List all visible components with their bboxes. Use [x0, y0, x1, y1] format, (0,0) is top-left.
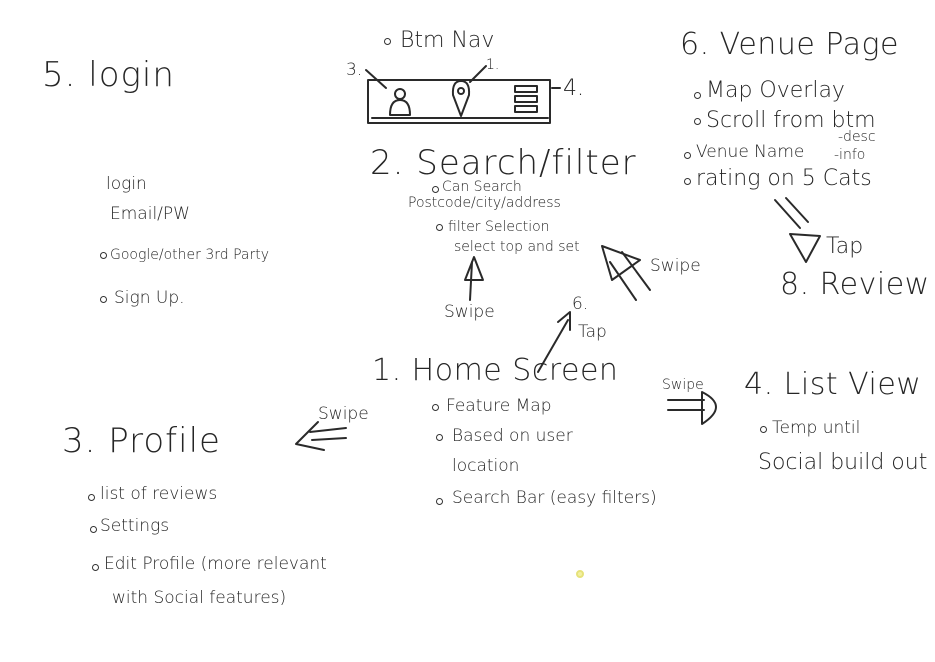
person-icon-head	[394, 88, 406, 100]
venue-line3-info: -info	[834, 147, 866, 163]
arrow-tap-head	[557, 311, 571, 331]
search-line1: Can Search	[442, 179, 522, 195]
venue-line2: Scroll from btm	[706, 108, 876, 133]
bullet-dot	[432, 404, 439, 411]
review-arrow-head	[789, 233, 821, 263]
bullet-dot	[436, 498, 443, 505]
person-icon-body	[389, 99, 411, 116]
profile-title: 3. Profile	[62, 421, 221, 461]
search-title: 2. Search/filter	[370, 143, 637, 183]
pointer-1	[469, 65, 487, 83]
pin-icon	[451, 80, 471, 117]
login-line4: Sign Up.	[114, 288, 185, 308]
yellow-mark	[576, 570, 584, 578]
swipe-arrow-line2	[621, 251, 651, 291]
profile-arrow-line2	[311, 437, 347, 441]
profile-arrow-head	[295, 421, 325, 451]
nav-num-profile: 3.	[346, 60, 363, 80]
search-line2: Postcode/city/address	[408, 195, 561, 211]
nav-bar-frame	[367, 79, 551, 124]
profile-swipe: Swipe	[318, 404, 369, 424]
bullet-dot	[760, 426, 767, 433]
profile-line1: list of reviews	[100, 484, 218, 504]
review-arrow-line1	[774, 199, 801, 229]
search-line4: select top and set	[454, 239, 580, 255]
profile-line3: Edit Profile (more relevant	[104, 554, 327, 574]
swipe-up-label: Swipe	[444, 302, 495, 322]
bullet-dot	[90, 526, 97, 533]
pointer-3	[365, 69, 387, 89]
profile-arrow-line1	[309, 427, 347, 433]
bullet-dot	[384, 38, 391, 45]
list-swipe: Swipe	[662, 377, 704, 393]
bullet-dot	[432, 186, 439, 193]
arrow-up-head	[464, 256, 484, 281]
pin-icon-dot	[457, 87, 465, 95]
venue-title: 6. Venue Page	[680, 27, 899, 62]
swipe-label-search: Swipe	[650, 256, 701, 276]
bullet-dot	[100, 296, 107, 303]
bullet-dot	[684, 152, 691, 159]
bullet-dot	[88, 494, 95, 501]
list-line2: Social build out	[758, 450, 928, 475]
bullet-dot	[436, 224, 443, 231]
profile-line4: with Social features)	[112, 588, 287, 608]
review-tap: Tap	[826, 234, 864, 259]
review-title: 8. Review	[780, 267, 930, 302]
list-icon-row2	[514, 95, 538, 103]
venue-line3: Venue Name	[696, 142, 805, 162]
list-icon-row1	[514, 85, 538, 93]
list-arrow-head	[701, 391, 717, 425]
list-line1: Temp until	[772, 418, 861, 438]
login-line1: login	[106, 174, 147, 194]
swipe-arrow-head	[601, 245, 641, 281]
tap-label: Tap	[578, 322, 607, 342]
login-line2: Email/PW	[110, 204, 190, 224]
list-icon-row3	[514, 105, 538, 113]
nav-num-list: 4.	[563, 76, 584, 101]
profile-line2: Settings	[100, 516, 170, 536]
home-line2b: location	[452, 456, 520, 476]
bullet-dot	[684, 178, 691, 185]
arrow-tap-shaft	[537, 319, 569, 373]
venue-line1: Map Overlay	[706, 78, 845, 103]
tap-num: 6.	[572, 294, 589, 314]
bullet-dot	[694, 92, 701, 99]
venue-line4: rating on 5 Cats	[696, 166, 872, 191]
nav-label: Btm Nav	[400, 28, 495, 53]
bullet-dot	[436, 434, 443, 441]
venue-line3-desc: -desc	[838, 129, 876, 145]
login-title: 5. login	[42, 55, 175, 95]
list-title: 4. List View	[744, 367, 922, 402]
home-line2: Based on user	[452, 426, 573, 446]
bullet-dot	[92, 564, 99, 571]
search-line3: filter Selection	[448, 219, 550, 235]
swipe-arrow-line1	[609, 261, 637, 301]
bullet-dot	[100, 252, 107, 259]
login-line3: Google/other 3rd Party	[110, 247, 270, 263]
bullet-dot	[694, 118, 701, 125]
nav-num-home: 1.	[486, 57, 500, 73]
home-title: 1. Home Screen	[372, 353, 619, 388]
home-line3: Search Bar (easy filters)	[452, 488, 657, 508]
home-line1: Feature Map	[446, 396, 552, 416]
review-arrow-line2	[785, 197, 809, 223]
